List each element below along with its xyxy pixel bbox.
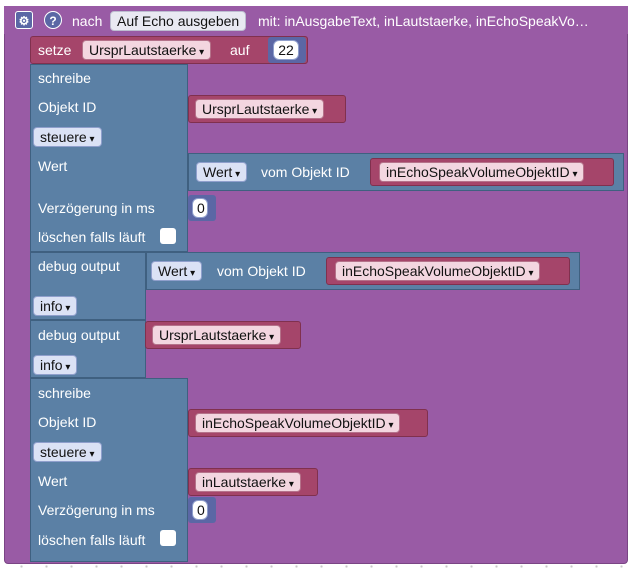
write1-title: schreibe <box>38 70 91 86</box>
write2-object-id-label: Objekt ID <box>38 414 97 430</box>
set-to-label: auf <box>230 42 250 58</box>
gear-icon[interactable]: ⚙ <box>15 11 33 29</box>
write2-clear-checkbox[interactable] <box>160 530 176 546</box>
write2-delay-label: Verzögerung in ms <box>38 502 155 518</box>
write-block-1[interactable] <box>30 64 188 252</box>
write2-value-label: Wert <box>38 473 68 489</box>
write1-value-label: Wert <box>38 158 68 174</box>
function-name-field[interactable]: Auf Echo ausgeben <box>110 11 247 31</box>
debug1-get-field-dropdown[interactable]: Wert <box>151 261 203 281</box>
write2-value-variable[interactable]: inLautstaerke <box>188 468 318 496</box>
write1-get-field-dropdown[interactable]: Wert <box>196 162 248 182</box>
write2-title: schreibe <box>38 385 91 401</box>
debug1-get-object-variable[interactable]: inEchoSpeakVolumeObjektID <box>326 257 570 285</box>
write1-clear-checkbox[interactable] <box>160 228 176 244</box>
write1-delay-block[interactable]: 0 <box>188 195 216 221</box>
debug1-level-dropdown[interactable]: info <box>33 296 78 316</box>
debug2-level-dropdown[interactable]: info <box>33 355 78 375</box>
debug2-label: debug output <box>38 327 120 343</box>
write1-delay-value[interactable]: 0 <box>192 198 208 218</box>
write1-get-object-dropdown[interactable]: inEchoSpeakVolumeObjektID <box>379 162 585 182</box>
write2-object-id-dropdown[interactable]: inEchoSpeakVolumeObjektID <box>195 413 401 433</box>
write1-delay-label: Verzögerung in ms <box>38 200 155 216</box>
debug1-get-from-label: vom Objekt ID <box>217 263 306 279</box>
debug1-get-object-dropdown[interactable]: inEchoSpeakVolumeObjektID <box>335 261 541 281</box>
write1-object-id-label: Objekt ID <box>38 99 97 115</box>
write1-object-id-variable[interactable]: UrsprLautstaerke <box>188 95 346 123</box>
write2-clear-label: löschen falls läuft <box>38 532 146 548</box>
write1-get-object-variable[interactable]: inEchoSpeakVolumeObjektID <box>370 158 614 186</box>
write2-delay-block[interactable]: 0 <box>188 497 216 523</box>
set-variable-dropdown[interactable]: UrsprLautstaerke <box>82 40 212 60</box>
debug2-variable-block[interactable]: UrsprLautstaerke <box>145 321 301 349</box>
help-icon[interactable]: ? <box>44 11 62 29</box>
function-params: mit: inAusgabeText, inLautstaerke, inEch… <box>258 13 589 29</box>
write2-mode-dropdown[interactable]: steuere <box>33 442 102 462</box>
function-label: nach <box>72 13 103 29</box>
debug1-label: debug output <box>38 258 120 274</box>
set-label: setze <box>38 42 72 58</box>
write1-get-from-label: vom Objekt ID <box>261 164 350 180</box>
write2-delay-value[interactable]: 0 <box>192 500 208 520</box>
write1-clear-label: löschen falls läuft <box>38 229 146 245</box>
write2-object-id-variable[interactable]: inEchoSpeakVolumeObjektID <box>188 409 428 437</box>
write1-mode-dropdown[interactable]: steuere <box>33 127 102 147</box>
debug2-variable-dropdown[interactable]: UrsprLautstaerke <box>152 325 282 345</box>
number-value[interactable]: 22 <box>273 40 299 60</box>
number-block[interactable]: 22 <box>268 37 306 63</box>
write2-value-dropdown[interactable]: inLautstaerke <box>195 472 301 492</box>
write1-object-id-dropdown[interactable]: UrsprLautstaerke <box>195 99 325 119</box>
function-block-header[interactable] <box>4 6 628 34</box>
